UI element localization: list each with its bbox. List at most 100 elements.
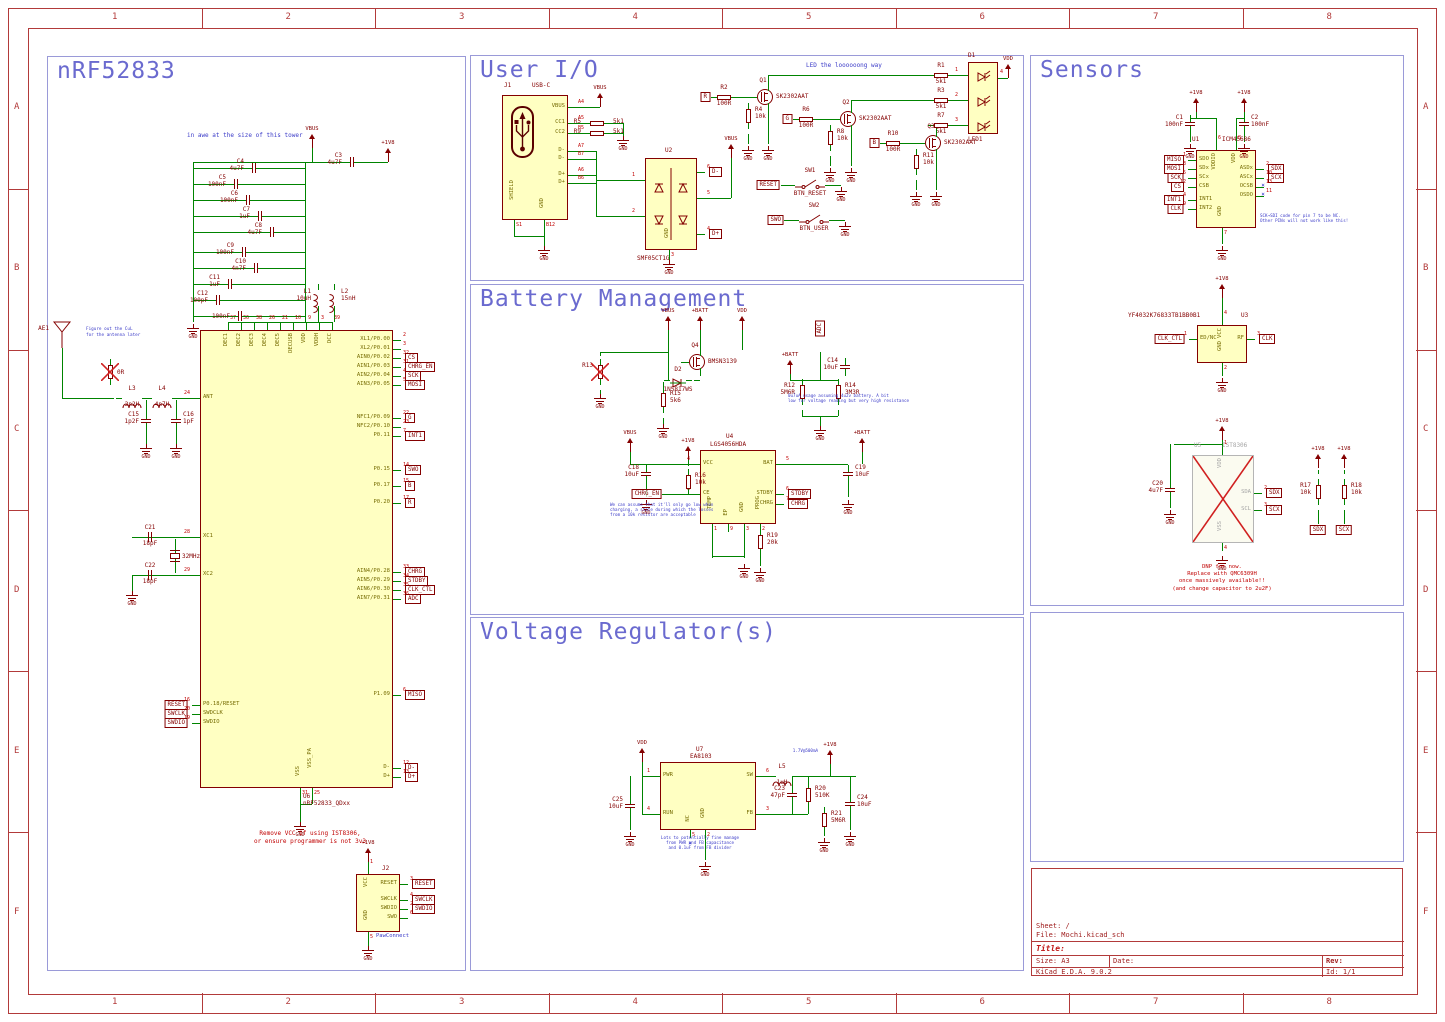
component-C22[interactable] — [147, 570, 150, 580]
component-C19[interactable] — [843, 471, 853, 474]
global-label-ADC[interactable]: ADC — [405, 594, 422, 604]
power-symbol-+BATT[interactable] — [790, 365, 791, 374]
component-L5[interactable] — [772, 772, 792, 791]
component-R10[interactable] — [886, 140, 900, 146]
power-symbol-VDD[interactable] — [742, 321, 743, 330]
power-symbol-+1V8[interactable] — [830, 755, 831, 764]
power-symbol-VBUS[interactable] — [731, 149, 732, 158]
global-label-INT1[interactable]: INT1 — [405, 431, 425, 441]
symbol-U4[interactable] — [700, 450, 776, 524]
gnd-symbol[interactable] — [146, 444, 147, 448]
global-label-G[interactable]: G — [782, 114, 792, 124]
global-label-STDBY[interactable]: STDBY — [788, 489, 812, 499]
component-L1[interactable] — [309, 294, 328, 314]
component-D2[interactable] — [670, 374, 686, 393]
component-R1[interactable] — [934, 72, 948, 78]
gnd-symbol[interactable] — [630, 832, 631, 836]
gnd-symbol[interactable] — [368, 946, 369, 950]
symbol-U6[interactable] — [200, 330, 393, 788]
global-label-CLK[interactable]: CLK — [1167, 204, 1184, 214]
power-symbol-+1V8[interactable] — [1196, 103, 1197, 112]
global-label-D+[interactable]: D+ — [709, 229, 722, 239]
global-label-SCX[interactable]: SCX — [1335, 525, 1353, 535]
global-label-D+[interactable]: D+ — [405, 772, 418, 782]
gnd-symbol[interactable] — [132, 591, 133, 595]
power-symbol-+1V8[interactable] — [1344, 459, 1345, 468]
gnd-symbol[interactable] — [600, 394, 601, 398]
gnd-symbol[interactable] — [748, 146, 749, 150]
gnd-symbol[interactable] — [848, 500, 849, 504]
gnd-symbol[interactable] — [1190, 144, 1191, 148]
component-R17[interactable] — [1315, 485, 1321, 499]
component-R5[interactable] — [590, 120, 604, 126]
global-label-SDX[interactable]: SDX — [1266, 488, 1283, 498]
component-C8[interactable] — [269, 227, 272, 237]
component-C11[interactable] — [227, 279, 230, 289]
component-Q4[interactable] — [689, 354, 705, 370]
gnd-symbol[interactable] — [663, 424, 664, 428]
symbol-D1[interactable] — [968, 62, 998, 134]
gnd-symbol[interactable] — [850, 832, 851, 836]
component-R16[interactable] — [685, 475, 691, 489]
global-label-RESET[interactable]: RESET — [756, 180, 780, 190]
component-Q1[interactable] — [757, 89, 773, 105]
global-label-B[interactable]: B — [405, 481, 415, 491]
component-C24[interactable] — [845, 801, 855, 804]
global-label-R[interactable]: R — [405, 498, 415, 508]
global-label-R[interactable]: R — [700, 92, 710, 102]
component-C14[interactable] — [840, 364, 850, 367]
component-AE1[interactable] — [51, 321, 73, 353]
component-C1[interactable] — [1185, 121, 1195, 124]
component-C3[interactable] — [349, 157, 352, 167]
component-C12[interactable] — [215, 295, 218, 305]
power-symbol-VBUS[interactable] — [630, 443, 631, 452]
component-C4[interactable] — [251, 163, 254, 173]
gnd-symbol[interactable] — [845, 222, 846, 226]
gnd-symbol[interactable] — [176, 444, 177, 448]
component-L4[interactable] — [152, 394, 172, 413]
global-label-SDX[interactable]: SDX — [1309, 525, 1327, 535]
gnd-symbol[interactable] — [830, 168, 831, 172]
power-symbol-VBUS[interactable] — [600, 98, 601, 107]
component-R3[interactable] — [934, 97, 948, 103]
component-C18[interactable] — [641, 471, 651, 474]
power-symbol-+1V8[interactable] — [688, 451, 689, 460]
gnd-symbol[interactable] — [851, 168, 852, 172]
power-symbol-+1V8[interactable] — [1318, 459, 1319, 468]
component-C20[interactable] — [1165, 487, 1175, 490]
power-symbol-+BATT[interactable] — [700, 321, 701, 330]
component-C16[interactable] — [171, 418, 181, 421]
component-C23[interactable] — [787, 792, 797, 795]
component-xtal[interactable] — [170, 553, 180, 559]
component-C9[interactable] — [241, 247, 244, 257]
power-symbol-+1V8[interactable] — [1244, 103, 1245, 112]
component-C15[interactable] — [141, 418, 151, 421]
gnd-symbol[interactable] — [1222, 246, 1223, 250]
global-label-SWO[interactable]: SWO — [405, 465, 422, 475]
gnd-symbol[interactable] — [1244, 144, 1245, 148]
gnd-symbol[interactable] — [916, 192, 917, 196]
global-label-MOSI[interactable]: MOSI — [405, 380, 425, 390]
component-R4[interactable] — [745, 109, 751, 123]
global-label-MISO[interactable]: MISO — [405, 690, 425, 700]
global-label-G[interactable]: G — [405, 413, 415, 423]
component-C7[interactable] — [257, 211, 260, 221]
power-symbol-+1V8[interactable] — [368, 853, 369, 862]
component-R15[interactable] — [660, 393, 666, 407]
global-label-SWO[interactable]: SWO — [767, 215, 784, 225]
gnd-symbol[interactable] — [744, 564, 745, 568]
component-R7[interactable] — [934, 122, 948, 128]
symbol-U1[interactable] — [1196, 150, 1256, 228]
component-R21[interactable] — [821, 813, 827, 827]
power-symbol-VBUS[interactable] — [312, 139, 313, 148]
component-R11[interactable] — [913, 155, 919, 169]
component-L3[interactable] — [122, 394, 142, 413]
gnd-symbol[interactable] — [1222, 556, 1223, 560]
gnd-symbol[interactable] — [193, 324, 194, 328]
power-symbol-+1V8[interactable] — [1222, 289, 1223, 298]
symbol-J2[interactable] — [356, 874, 400, 932]
component-R9[interactable] — [590, 130, 604, 136]
global-label-CS[interactable]: CS — [1171, 182, 1184, 192]
component-C6[interactable] — [245, 195, 248, 205]
component-C2[interactable] — [1239, 121, 1249, 124]
